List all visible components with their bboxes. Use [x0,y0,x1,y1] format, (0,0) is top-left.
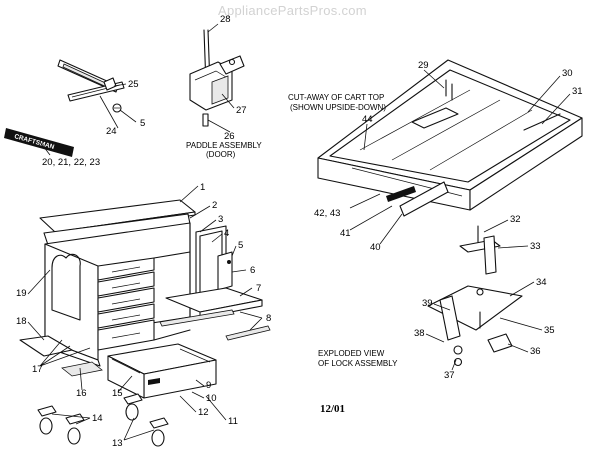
callout-20-23: 20, 21, 22, 23 [42,157,100,168]
callout-38: 38 [414,328,425,339]
cart-top-cutaway-drawing [317,59,583,217]
paddle-caption-line1: PADDLE ASSEMBLY [186,141,262,150]
callout-33: 33 [530,241,541,252]
callout-5-cart: 5 [238,240,243,251]
callout-2: 2 [212,200,217,211]
cart-caption-line1: CUT-AWAY OF CART TOP [288,93,384,102]
callout-14: 14 [92,413,103,424]
callout-29: 29 [418,60,429,71]
callout-24: 24 [106,126,117,137]
callout-30: 30 [562,68,573,79]
watermark-text: AppliancePartsPros.com [218,3,367,18]
callout-4: 4 [224,228,229,239]
lock-assembly-drawing [427,225,523,367]
callout-1: 1 [200,182,205,193]
callout-13: 13 [112,438,123,449]
callout-28: 28 [220,14,231,25]
callout-32: 32 [510,214,521,225]
callout-16: 16 [76,388,87,399]
callout-8: 8 [266,313,271,324]
leader-lines [27,23,571,441]
callout-15: 15 [112,388,123,399]
callout-35: 35 [544,325,555,336]
lock-caption-line2: OF LOCK ASSEMBLY [318,359,398,368]
drawer-slide-drawing [57,59,125,113]
callout-9: 9 [206,380,211,391]
callout-5-slide: 5 [140,118,145,129]
callout-26: 26 [224,131,235,142]
callout-18: 18 [16,316,27,327]
callout-31: 31 [572,86,583,97]
callout-39: 39 [422,298,433,309]
callout-12: 12 [198,407,209,418]
nameplate-drawing: CRAFTSMAN [4,128,74,157]
callout-42-43: 42, 43 [314,208,340,219]
callout-37: 37 [444,370,455,381]
paddle-caption-line2: (DOOR) [206,150,236,159]
callout-6: 6 [250,265,255,276]
callouts-group: 1 2 3 4 5 5 6 7 8 9 10 11 12 13 14 15 16… [16,14,583,449]
captions-group: PADDLE ASSEMBLY (DOOR) CUT-AWAY OF CART … [186,93,398,415]
date-code: 12/01 [320,403,345,415]
callout-44: 44 [362,114,373,125]
callout-34: 34 [536,277,547,288]
lock-caption-line1: EXPLODED VIEW [318,349,385,358]
paddle-assembly-drawing [189,29,245,127]
callout-41: 41 [340,228,351,239]
callout-7: 7 [256,283,261,294]
tool-cart-drawing [19,199,271,399]
callout-40: 40 [370,242,381,253]
callout-27: 27 [236,105,247,116]
casters-drawing [37,393,169,447]
callout-11: 11 [228,416,238,427]
cart-caption-line2: (SHOWN UPSIDE-DOWN) [290,103,386,112]
callout-3: 3 [218,214,223,225]
callout-25: 25 [128,79,139,90]
callout-19: 19 [16,288,27,299]
callout-36: 36 [530,346,541,357]
callout-10: 10 [206,393,217,404]
callout-17: 17 [32,364,43,375]
